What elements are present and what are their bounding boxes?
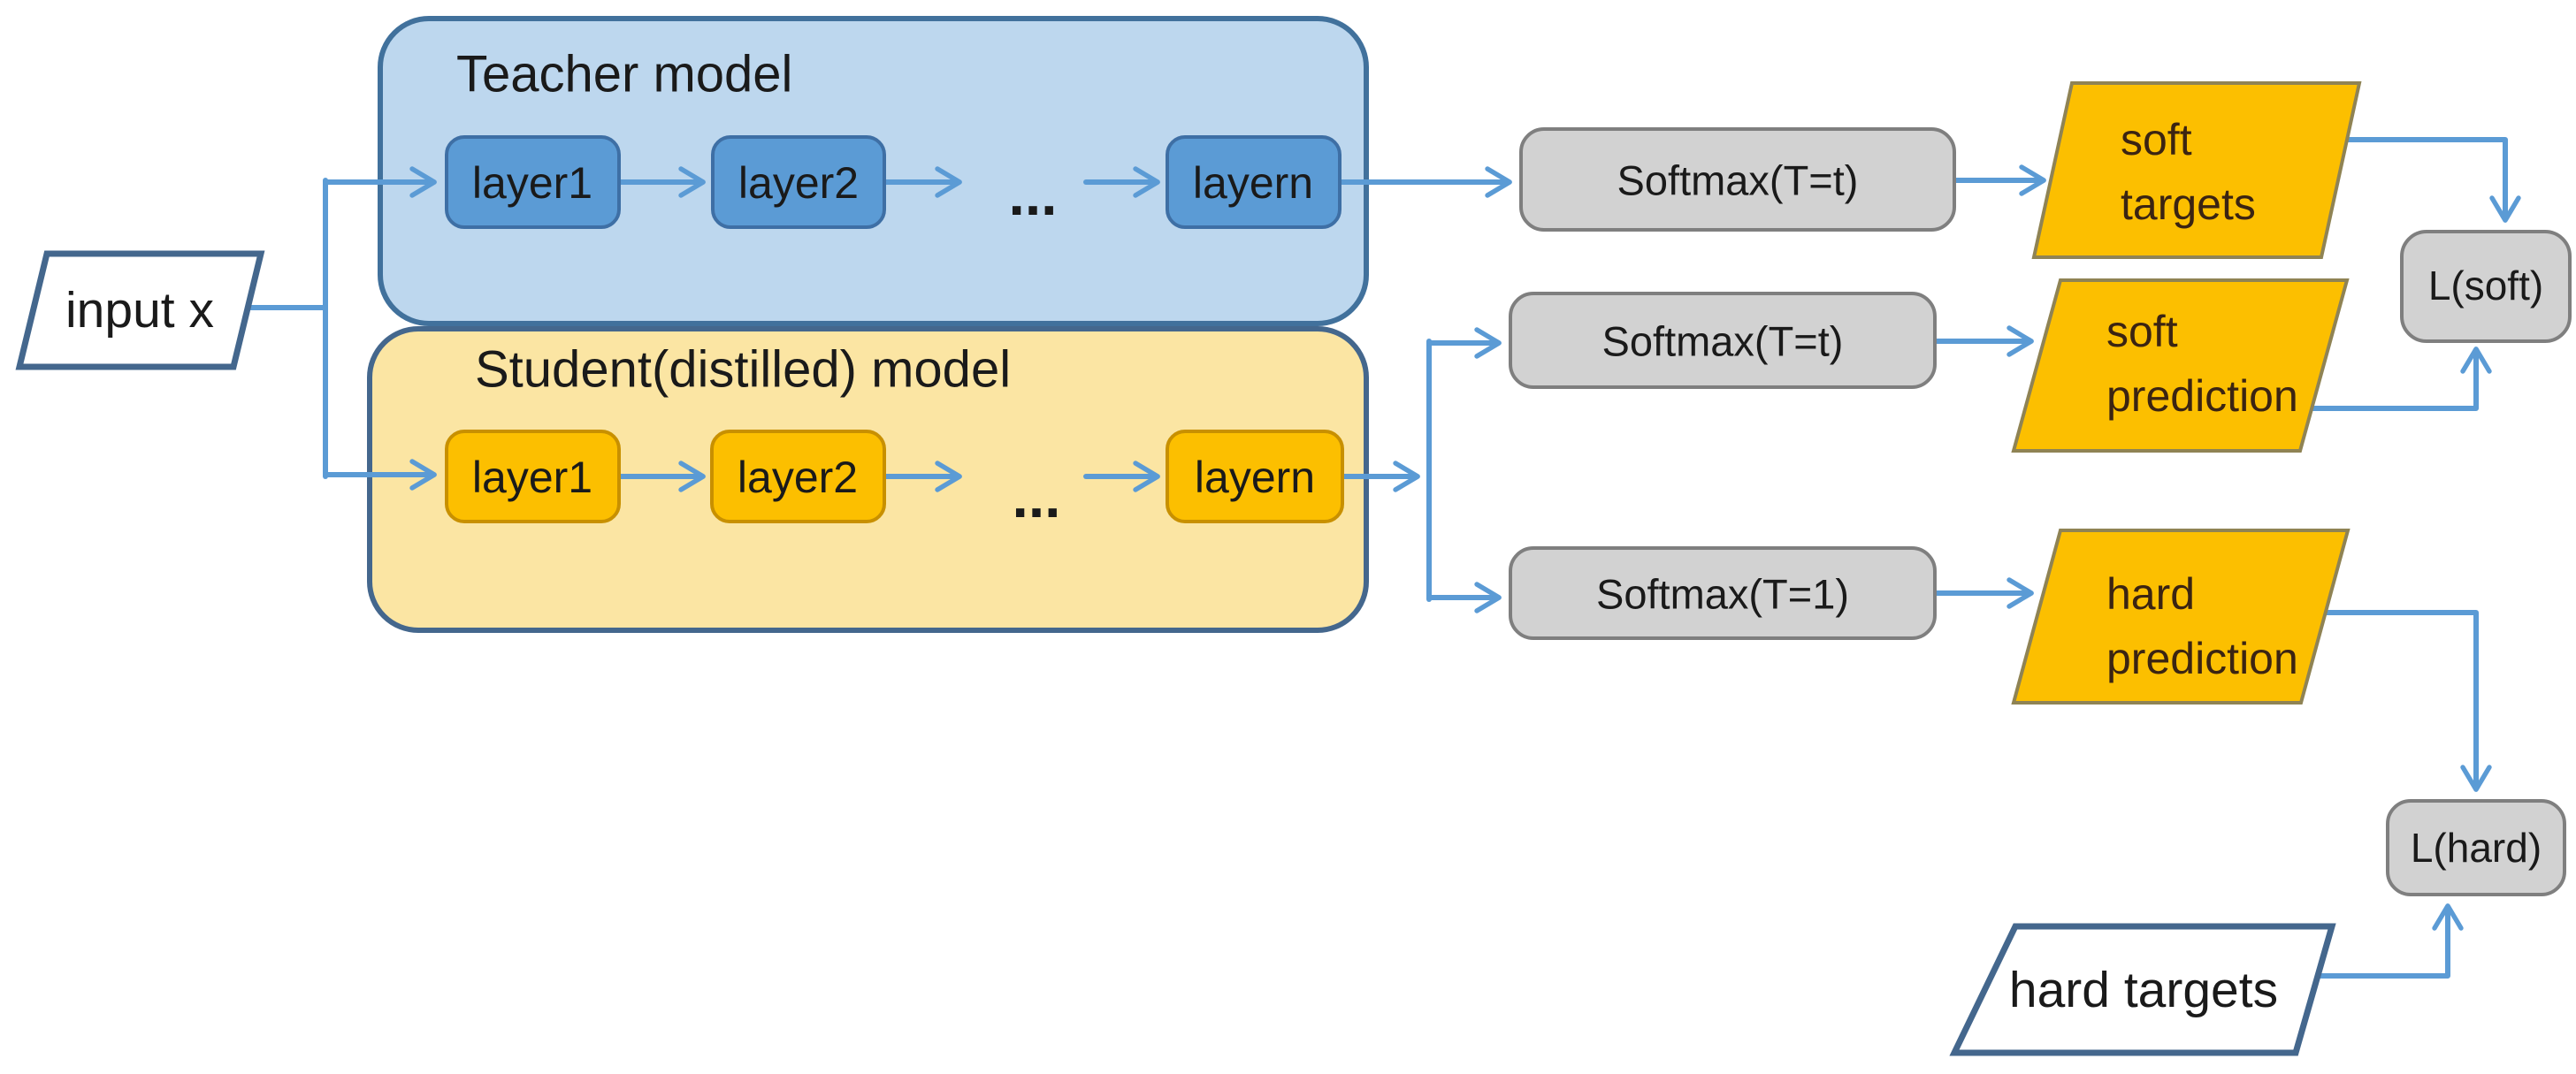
student-layern-node [1166,430,1344,523]
soft-prediction-node [2011,278,2350,453]
student-layer2-node [710,430,886,523]
loss-hard-node [2386,799,2566,896]
hard-prediction-node [2011,529,2351,705]
teacher-layern-node [1166,135,1342,229]
soft-prediction-label-line2: prediction [2106,371,2298,421]
loss-hard-label: L(hard) [2411,825,2542,871]
input-x-label: input x [65,282,214,339]
loss-soft-label: L(soft) [2428,263,2543,308]
connector-hard-targets-to-loss [2314,903,2464,979]
soft-targets-label-line2: targets [2121,179,2256,229]
teacher-layer1-node [445,135,621,229]
soft-targets-label-line1: soft [2121,115,2192,164]
teacher-layer2-node [711,135,886,229]
hard-targets-node [1949,923,2336,1056]
teacher-softmax-label: Softmax(T=t) [1617,157,1859,204]
student-softmax-soft-node [1509,292,1937,389]
teacher-model-title: Teacher model [456,46,792,103]
connector-hard-prediction-to-loss [2322,610,2492,792]
student-softmax-hard-label: Softmax(T=1) [1596,571,1849,618]
student-layer1-label: layer1 [472,453,592,502]
teacher-ellipsis: ... [1008,162,1057,227]
soft-targets-node [2031,81,2362,259]
student-layer1-node [445,430,621,523]
student-layer2-label: layer2 [738,453,858,502]
soft-prediction-label-line1: soft [2106,307,2178,356]
loss-soft-node [2400,230,2572,343]
student-softmax-soft-label: Softmax(T=t) [1602,318,1844,365]
hard-prediction-label-line2: prediction [2106,634,2298,683]
teacher-softmax-node [1519,127,1956,232]
student-model-title: Student(distilled) model [475,341,1011,399]
teacher-layer2-label: layer2 [738,158,859,208]
teacher-layern-label: layern [1193,158,1313,208]
student-layern-label: layern [1195,453,1315,502]
connector-soft-targets-to-loss [2343,137,2521,223]
hard-prediction-label-line1: hard [2106,569,2195,619]
hard-targets-label: hard targets [2009,962,2278,1018]
student-softmax-hard-node [1509,546,1937,640]
input-x-node [15,250,265,370]
connector-soft-prediction-to-loss [2307,347,2492,411]
teacher-layer1-label: layer1 [472,158,592,208]
student-ellipsis: ... [1012,464,1060,529]
